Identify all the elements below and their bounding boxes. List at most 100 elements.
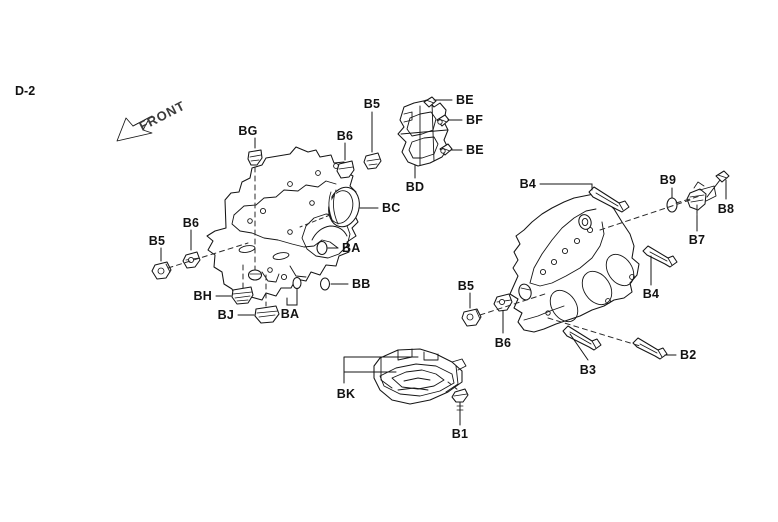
cam-hole-2 xyxy=(550,258,558,266)
b2-bolt xyxy=(632,337,668,360)
bc-install-axis xyxy=(299,214,331,228)
bk-rib-front xyxy=(379,363,455,397)
head-cover-boss-upper xyxy=(578,214,592,230)
bk-top-face-b xyxy=(423,351,439,361)
label-bf: BF xyxy=(466,113,483,127)
cover-ridge-echo xyxy=(231,214,241,232)
label-be-bottom: BE xyxy=(466,143,484,157)
head-lower-axis xyxy=(547,317,641,347)
label-bb: BB xyxy=(352,277,370,291)
b4-top-leader xyxy=(539,183,593,191)
label-ba-lower: BA xyxy=(281,307,299,321)
cam-hole-4 xyxy=(573,237,581,245)
label-b5-left: B5 xyxy=(149,234,165,248)
bh-plug xyxy=(231,286,254,305)
cover-hole-b xyxy=(287,181,293,187)
cover-upper-ridge xyxy=(233,180,337,216)
head-cover-body xyxy=(509,193,640,333)
head-cover-top-rib-2 xyxy=(529,221,605,287)
label-b5-upper: B5 xyxy=(364,97,380,111)
b5-b6-left-axis xyxy=(167,242,249,269)
be-top-bolt xyxy=(423,96,437,108)
cover-hole-i xyxy=(280,273,288,281)
bd-edge-notch xyxy=(403,111,413,123)
b1-axis xyxy=(447,381,459,391)
bk-cut-a xyxy=(403,377,431,382)
bk-rib-inner xyxy=(391,369,445,390)
head-hole-mid xyxy=(605,298,611,304)
label-be-top: BE xyxy=(456,93,474,107)
bk-top-face-a xyxy=(397,348,413,361)
head-upper-axis xyxy=(599,199,691,231)
head-port-1 xyxy=(549,289,579,323)
cover-hole-h xyxy=(267,267,273,273)
cover-boss-inner-arc xyxy=(311,225,348,241)
bk-tab-right xyxy=(451,358,467,371)
timing-cover-body xyxy=(206,146,359,304)
label-bh: BH xyxy=(194,289,212,303)
b6-left-fastener xyxy=(182,251,201,269)
bd-rib-v2 xyxy=(431,102,435,162)
oil-baffle-assembly: BK B1 xyxy=(337,348,469,441)
bk-leader xyxy=(343,356,419,384)
bf-bolt xyxy=(436,114,450,127)
b5-right-fastener xyxy=(461,308,482,327)
cover-hole-g xyxy=(309,200,315,206)
b9-b7-axis xyxy=(675,195,701,204)
cover-slot-b xyxy=(272,252,290,260)
label-b9: B9 xyxy=(660,173,676,187)
label-bj: BJ xyxy=(218,308,234,322)
head-cover-lower-edge xyxy=(523,305,565,321)
head-hole-right xyxy=(629,274,635,280)
b5-b6-right-axis xyxy=(479,292,549,316)
b8-bolt xyxy=(706,170,730,198)
b1-bolt xyxy=(451,388,469,419)
label-b3: B3 xyxy=(580,363,596,377)
label-b2: B2 xyxy=(680,348,696,362)
sheet-code-label: D-2 xyxy=(15,84,35,98)
head-cover-top-rib xyxy=(529,208,597,284)
label-b7: B7 xyxy=(689,233,705,247)
b6-right-fastener xyxy=(493,293,513,312)
b5-left-fastener xyxy=(151,261,172,280)
label-ba-right: BA xyxy=(342,241,360,255)
b6-upper-fastener xyxy=(336,160,355,179)
label-b5-right: B5 xyxy=(458,279,474,293)
bk-wall-right xyxy=(445,365,459,393)
cover-seal-boss xyxy=(301,213,351,259)
bg-seat xyxy=(247,269,263,281)
cover-lower-lug-b xyxy=(289,265,307,278)
bb-oring xyxy=(319,277,331,291)
bc-oil-seal xyxy=(328,186,360,228)
cover-hole-a xyxy=(259,207,267,215)
bd-rib-h xyxy=(400,129,448,135)
head-hole-lower xyxy=(545,310,551,316)
bk-body-top xyxy=(373,348,463,405)
bg-fastener xyxy=(247,149,263,166)
label-b8: B8 xyxy=(718,202,734,216)
cover-hole-e xyxy=(247,218,253,224)
cylinder-head-cover-assembly: B4 B4 B9 B7 B8 xyxy=(458,170,734,377)
b3-leader xyxy=(569,333,589,361)
b4-right-bolt xyxy=(642,245,678,268)
timing-chain-cover-assembly: BG B6 B5 BC BA BB xyxy=(149,97,400,324)
cam-hole-1 xyxy=(539,268,547,276)
cover-hole-c xyxy=(315,170,321,176)
cover-hole-f xyxy=(287,229,293,235)
cam-hole-3 xyxy=(561,247,569,255)
label-b4-top: B4 xyxy=(520,177,536,191)
ba-lower-oring xyxy=(292,276,302,290)
b7-fitting xyxy=(686,181,717,211)
ba-lower-leader xyxy=(286,288,298,306)
label-b6-left: B6 xyxy=(183,216,199,230)
cover-lower-lug-a xyxy=(261,271,280,283)
b4-top-bolt xyxy=(588,186,630,213)
bk-cut-b xyxy=(397,387,429,391)
label-bg: BG xyxy=(238,124,257,138)
label-b1: B1 xyxy=(452,427,468,441)
label-b6-upper: B6 xyxy=(337,129,353,143)
chain-guide-bracket-assembly: BD BE BF BE xyxy=(397,93,484,194)
cover-mid-contour xyxy=(239,230,339,249)
